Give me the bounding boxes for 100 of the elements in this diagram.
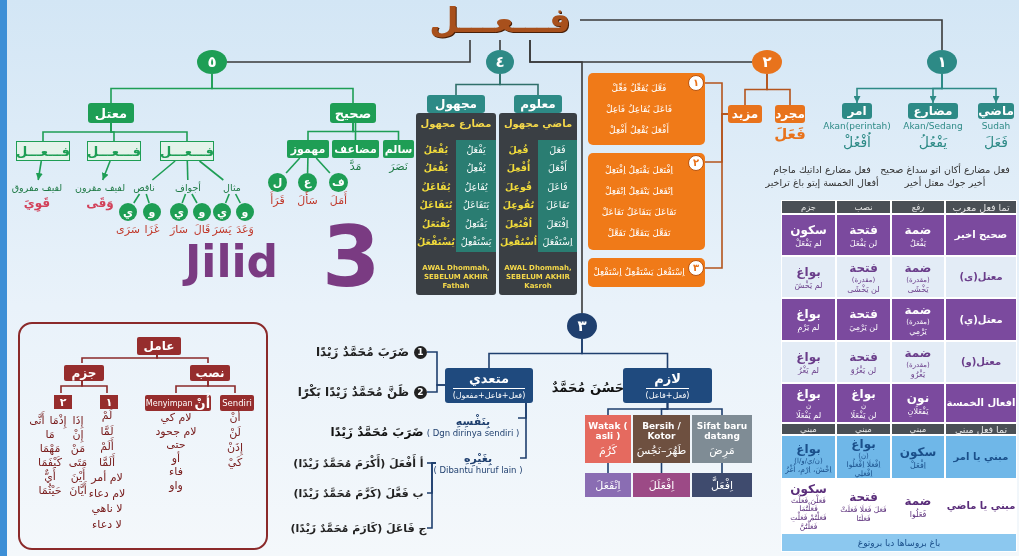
caption-text: حَسُنَ مُحَمَّدٌ bbox=[551, 380, 625, 395]
label-text: أ أَفْعَلَ (أَكْرَمَ مُحَمَّدٌ زَيْدًا) bbox=[293, 456, 424, 470]
caption-text: كَيْ bbox=[227, 456, 243, 469]
caption-text: لَمَّا bbox=[100, 424, 114, 438]
cell-text: لن يَفْعَلَ bbox=[849, 237, 878, 249]
label-text: فـــعـــل bbox=[159, 143, 215, 159]
table-panel bbox=[499, 113, 577, 295]
cell-text: يَفْعَلُ bbox=[909, 237, 927, 249]
label-text: ٥ bbox=[207, 53, 217, 71]
connector-line bbox=[704, 113, 729, 269]
label-text: معلوم bbox=[520, 97, 556, 111]
label-text: تَفَاعَلَ يَتَفَاعَلُ تَفَاعَلْ bbox=[601, 205, 677, 219]
caption-text: أَلَمَّا bbox=[98, 455, 116, 469]
label-text: ماضي مجهول bbox=[503, 118, 573, 129]
cell-text: فتحة bbox=[849, 306, 878, 322]
caption-text: لا دعاء bbox=[92, 517, 122, 531]
cell-text: فتحة bbox=[849, 489, 878, 505]
note-text: فعل مضارع اداتيك ماجام أفعال الخمسة إيتو باغ تراخير bbox=[764, 163, 880, 189]
label-text: ج فَاعَلَ (كَارَمَ مُحَمَّدٌ زَيْدًا) bbox=[290, 521, 427, 535]
pattern-box bbox=[588, 258, 705, 287]
label-text: (فعل+فاعل+مفعول) bbox=[452, 388, 526, 400]
cell-text: فَعَلُوا bbox=[909, 508, 927, 520]
connector-line bbox=[151, 160, 176, 181]
category-box bbox=[585, 415, 631, 463]
caption-text: مَا bbox=[45, 428, 55, 441]
connector-line bbox=[499, 73, 539, 96]
cell-text: افعال الخمسة bbox=[946, 396, 1016, 410]
connector-line bbox=[607, 462, 609, 474]
cell-text: مبني يا ماضي bbox=[946, 499, 1016, 514]
connector-line bbox=[81, 378, 108, 394]
label-text: مهموز bbox=[290, 142, 326, 156]
panel-frame bbox=[18, 322, 268, 550]
table-panel bbox=[416, 113, 496, 295]
connector-line bbox=[191, 193, 198, 204]
connector-line bbox=[721, 462, 723, 474]
cell-text: لن يَخْشَى bbox=[847, 283, 880, 295]
number-circle bbox=[567, 313, 597, 339]
label-text: ي bbox=[216, 205, 228, 219]
connector-line bbox=[156, 352, 209, 364]
caption-text: لام دعاء bbox=[88, 486, 126, 500]
label-text: ظَنَّ مُحَمَّدٌ زَيْدًا بَكْرًا bbox=[297, 385, 409, 399]
label-text: ف bbox=[332, 176, 345, 189]
cell-text: بواغ bbox=[851, 436, 876, 452]
caption-text: مَنْ bbox=[70, 442, 86, 455]
cell-text: لم يَرْمِ bbox=[797, 322, 820, 333]
label-text: ١ bbox=[937, 53, 947, 71]
label-text: ٤ bbox=[495, 53, 505, 71]
connector-line bbox=[529, 39, 583, 314]
label-text: بِغَيْرِهِ bbox=[463, 451, 493, 465]
cell-text: نصب bbox=[854, 201, 873, 213]
label-text: اِفْعَلَلَ bbox=[648, 478, 675, 492]
category-box bbox=[842, 103, 872, 119]
cell-text: ضمة bbox=[904, 344, 932, 361]
caption-text: لَنْ bbox=[229, 426, 241, 439]
letter-circle bbox=[268, 173, 287, 192]
cell-text: سكون bbox=[899, 443, 937, 460]
cell-text: فتحة bbox=[849, 259, 878, 276]
caption-text: لام أمر bbox=[91, 471, 123, 484]
connector-line bbox=[42, 122, 112, 142]
label-text: اِفْتَعَلَ يَفْتَعِلُ اِفْتَعِلْ bbox=[605, 163, 673, 177]
cell-text: بواغ bbox=[796, 440, 821, 457]
label-text: فـــعـــل bbox=[86, 143, 142, 159]
caption-text: قَوِيَ bbox=[23, 196, 51, 210]
label-text: مثال bbox=[223, 181, 241, 193]
caption-text: لام كي bbox=[160, 411, 192, 424]
note-text: فعل مضارع أكان اتو سداغ صحيح أخير جوك معتل أخير bbox=[880, 163, 1010, 189]
cell-text: يَرْمِي bbox=[909, 326, 927, 337]
connector-line bbox=[519, 402, 527, 459]
label-text: لفيف مقرون bbox=[74, 181, 126, 193]
cell-text: رفع bbox=[911, 201, 925, 213]
pattern-box bbox=[588, 153, 705, 250]
number-badge: ٢ bbox=[688, 155, 704, 171]
caption-text: فَعَلَ bbox=[774, 125, 806, 143]
label-text: امر bbox=[847, 104, 867, 118]
label-text: تَفَعَّلَ يَتَفَعَّلُ تَفَعَّلْ bbox=[607, 226, 671, 240]
cell-text: ضمة bbox=[904, 302, 932, 318]
label-text: و bbox=[198, 205, 206, 219]
label-text: Sendiri bbox=[222, 398, 252, 408]
title-text: فـــعـــل bbox=[429, 0, 571, 40]
caption-text: يَسَرَ bbox=[212, 223, 232, 236]
label-text: ٢ bbox=[59, 395, 67, 409]
pattern-box bbox=[585, 473, 631, 497]
label-text: مزيد bbox=[731, 107, 759, 121]
letter-circle bbox=[193, 203, 211, 221]
arrow bbox=[941, 73, 1000, 104]
caption-text: إِنْ bbox=[72, 428, 84, 441]
cell-text: لم يَفْعَلْ bbox=[795, 237, 822, 249]
label-text: اِفْعَلَّ bbox=[711, 478, 733, 492]
label-text: اِنْفَعَلَ يَنْفَعِلُ اِنْفَعِلْ bbox=[604, 184, 674, 198]
caption-text: سَرَى bbox=[116, 223, 140, 236]
label-text: مضارع مجهول bbox=[420, 118, 492, 129]
cell-text: مبني يا امر bbox=[953, 450, 1009, 465]
category-box bbox=[633, 415, 690, 463]
cell-text: يَفْعَلَانِ bbox=[907, 405, 929, 417]
label-text: بِنَفْسِهِ bbox=[455, 414, 491, 428]
label-text: ل bbox=[272, 176, 283, 189]
label-text: صحيح bbox=[334, 105, 372, 121]
cell-text: بواغ bbox=[796, 385, 821, 402]
cell-text: لم يَفْعَلَا bbox=[795, 409, 822, 421]
connector-line bbox=[181, 193, 187, 204]
